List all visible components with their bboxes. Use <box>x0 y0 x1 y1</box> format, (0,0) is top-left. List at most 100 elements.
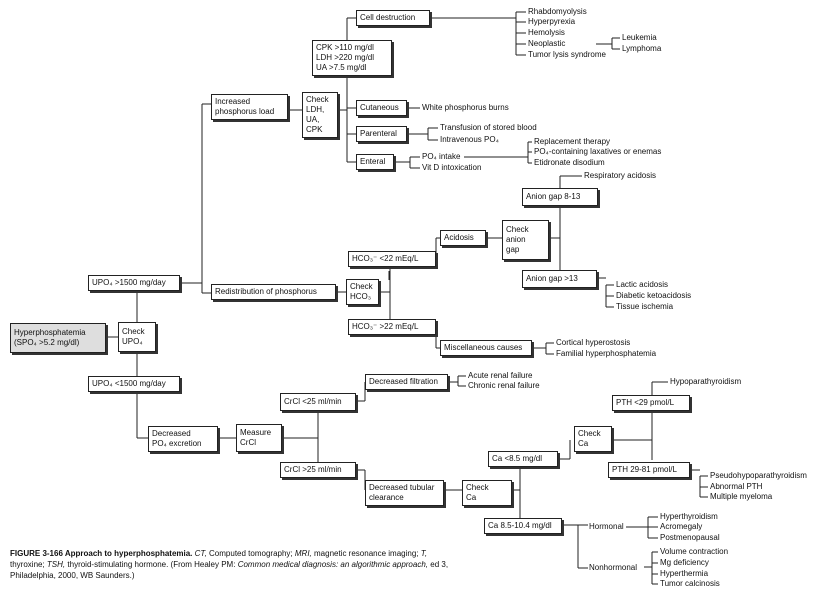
node-line: PTH 29-81 pmol/L <box>612 465 677 474</box>
node-line: Acidosis <box>444 233 474 242</box>
node-line: Parenteral <box>360 129 397 138</box>
check-hco3-node: Check HCO₃ <box>346 279 379 305</box>
node-line: UPO₄ <1500 mg/day <box>92 379 166 388</box>
node-line: Check <box>350 282 373 291</box>
node-line: LDH >220 mg/dl <box>316 53 375 62</box>
tumor-calcinosis-label: Tumor calcinosis <box>660 579 720 588</box>
caption-figure-title: FIGURE 3-166 Approach to hyperphosphatem… <box>10 549 193 558</box>
hyperthermia-label: Hyperthermia <box>660 569 709 578</box>
node-line: CrCl >25 ml/min <box>284 465 342 474</box>
decreased-filtration-node: Decreased filtration <box>365 374 448 390</box>
cell-destruction-node: Cell destruction <box>356 10 430 26</box>
check-ca-upper-node: Check Ca <box>574 426 612 452</box>
node-line: Check <box>506 225 529 234</box>
node-line: Redistribution of phosphorus <box>215 287 317 296</box>
hyperphosphatemia-node: Hyperphosphatemia (SPO₄ >5.2 mg/dl) <box>10 323 106 353</box>
figure-caption: FIGURE 3-166 Approach to hyperphosphatem… <box>10 548 460 581</box>
node-line: Ca 8.5-10.4 mg/dl <box>488 521 552 530</box>
diabetic-ketoacidosis-label: Diabetic ketoacidosis <box>616 291 692 300</box>
hyperthyroidism-label: Hyperthyroidism <box>660 512 718 521</box>
mg-deficiency-label: Mg deficiency <box>660 558 709 567</box>
crcl-high-node: CrCl >25 ml/min <box>280 462 356 478</box>
ca-normal-node: Ca 8.5-10.4 mg/dl <box>484 518 562 534</box>
hco3-low-node: HCO₃⁻ <22 mEq/L <box>348 251 436 267</box>
respiratory-acidosis-label: Respiratory acidosis <box>584 171 657 180</box>
node-line: Enteral <box>360 157 386 166</box>
caption-abbrev: T, <box>420 549 428 558</box>
acute-renal-failure-label: Acute renal failure <box>468 371 533 380</box>
redistribution-node: Redistribution of phosphorus <box>211 284 336 300</box>
acidosis-node: Acidosis <box>440 230 486 246</box>
increased-load-node: Increased phosphorus load <box>211 94 288 120</box>
node-line: phosphorus load <box>215 107 275 116</box>
caption-abbrev: CT, <box>194 549 207 558</box>
node-line: Cutaneous <box>360 103 399 112</box>
node-line: UA >7.5 mg/dl <box>316 63 367 72</box>
po4-intake-label: PO₄ intake <box>422 152 461 161</box>
node-line: Miscellaneous causes <box>444 343 523 352</box>
node-line: HCO₃ <box>350 292 372 301</box>
caption-edition: ed 3, Philadelphia, 2000, WB Saunders.) <box>10 560 449 580</box>
node-line: Check <box>578 429 601 438</box>
decreased-tubular-node: Decreased tubular clearance <box>365 480 444 506</box>
node-line: Ca <box>466 493 477 502</box>
vitd-label: Vit D intoxication <box>422 163 482 172</box>
pseudohypoparathyroidism-label: Pseudohypoparathyroidism <box>710 471 807 480</box>
rhabdomyolysis-label: Rhabdomyolysis <box>528 7 587 16</box>
check-ca-lower-node: Check Ca <box>462 480 512 506</box>
decreased-excretion-node: Decreased PO₄ excretion <box>148 426 218 452</box>
crcl-low-node: CrCl <25 ml/min <box>280 393 356 411</box>
check-labs-node: Check LDH, UA, CPK <box>302 92 338 138</box>
etidronate-label: Etidronate disodium <box>534 158 605 167</box>
node-line: HCO₃⁻ <22 mEq/L <box>352 254 419 263</box>
node-line: UPO₄ <box>122 337 143 346</box>
hemolysis-label: Hemolysis <box>528 28 565 37</box>
familial-hyperphosphatemia-label: Familial hyperphosphatemia <box>556 349 657 358</box>
caption-definition: thyroxine; <box>10 560 45 569</box>
cutaneous-node: Cutaneous <box>356 100 407 116</box>
node-line: Cell destruction <box>360 13 416 22</box>
node-line: Decreased <box>152 429 191 438</box>
caption-book-title: Common medical diagnosis: an algorithmic… <box>237 560 429 569</box>
node-line: (SPO₄ >5.2 mg/dl) <box>14 338 80 347</box>
leukemia-label: Leukemia <box>622 33 657 42</box>
lab-thresholds-node: CPK >110 mg/dl LDH >220 mg/dl UA >7.5 mg… <box>312 40 392 76</box>
enteral-node: Enteral <box>356 154 394 170</box>
hyperpyrexia-label: Hyperpyrexia <box>528 17 576 26</box>
pth-low-node: PTH <29 pmol/L <box>612 395 690 411</box>
check-upo4-node: Check UPO₄ <box>118 322 156 352</box>
caption-abbrev: MRI, <box>294 549 312 558</box>
caption-definition: Computed tomography; <box>209 549 293 558</box>
transfusion-label: Transfusion of stored blood <box>440 123 537 132</box>
chronic-renal-failure-label: Chronic renal failure <box>468 381 540 390</box>
node-line: clearance <box>369 493 404 502</box>
replacement-label: Replacement therapy <box>534 137 611 146</box>
node-line: LDH, <box>306 105 325 114</box>
node-line: anion <box>506 235 526 244</box>
parenteral-node: Parenteral <box>356 126 407 142</box>
misc-causes-node: Miscellaneous causes <box>440 340 532 356</box>
node-line: Hyperphosphatemia <box>14 328 86 337</box>
po4-laxatives-label: PO₄-containing laxatives or enemas <box>534 147 662 156</box>
volume-contraction-label: Volume contraction <box>660 547 729 556</box>
node-line: Increased <box>215 97 251 106</box>
nonhormonal-label: Nonhormonal <box>589 563 638 572</box>
caption-definition: magnetic resonance imaging; <box>314 549 419 558</box>
node-line: CrCl <box>240 438 256 447</box>
abnormal-pth-label: Abnormal PTH <box>710 482 763 491</box>
cortical-hyperostosis-label: Cortical hyperostosis <box>556 338 631 347</box>
neoplastic-label: Neoplastic <box>528 39 566 48</box>
node-line: HCO₃⁻ >22 mEq/L <box>352 322 419 331</box>
node-line: CPK >110 mg/dl <box>316 43 374 52</box>
node-line: Ca <8.5 mg/dl <box>492 454 543 463</box>
node-line: Decreased tubular <box>369 483 435 492</box>
check-anion-gap-node: Check anion gap <box>502 220 549 260</box>
measure-crcl-node: Measure CrCl <box>236 424 282 452</box>
node-line: CrCl <25 ml/min <box>284 397 342 406</box>
node-line: Anion gap >13 <box>526 274 578 283</box>
acromegaly-label: Acromegaly <box>660 522 703 531</box>
ca-low-node: Ca <8.5 mg/dl <box>488 451 558 467</box>
tumor-lysis-label: Tumor lysis syndrome <box>528 50 606 59</box>
lymphoma-label: Lymphoma <box>622 44 662 53</box>
